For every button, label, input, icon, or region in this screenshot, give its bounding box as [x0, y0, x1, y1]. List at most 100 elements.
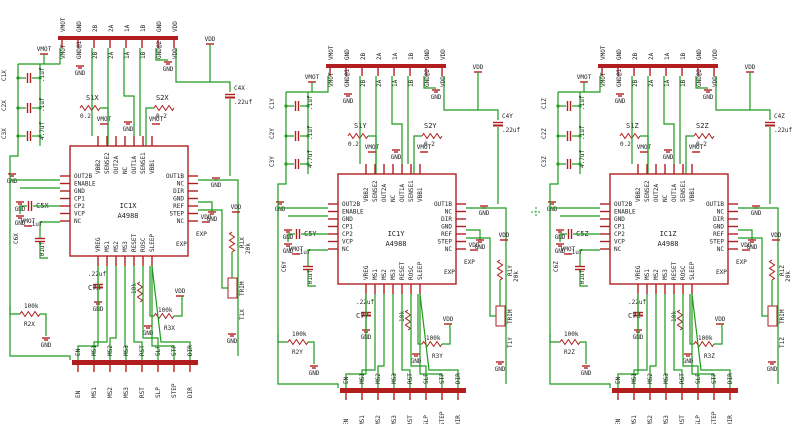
ic-type: A4988 [657, 240, 678, 248]
ref-wire [738, 237, 768, 317]
bottom-net-label: MS2 [107, 387, 114, 398]
ic-top-pin-label: NC [662, 194, 669, 202]
c5-value: .1uf [28, 221, 43, 228]
bottom-net-wire [345, 294, 367, 388]
r1-ref: R1Z [779, 265, 786, 276]
r2-wire [580, 341, 587, 364]
bottom-net-inner-label: MS2 [107, 345, 114, 356]
supply-label: VMOT [417, 144, 432, 151]
gnd-label: GND [275, 206, 286, 213]
vmot-wire [18, 54, 45, 65]
ic-bottom-pin-label: ROSC [140, 237, 147, 252]
ic-exp-label: EXP [444, 269, 455, 276]
out1b-wire [198, 179, 239, 356]
top-net-label: GND [616, 49, 623, 60]
resistor [619, 132, 641, 140]
c6-ref: C6Y [281, 261, 288, 272]
ic-bottom-pin-label: RESET [671, 262, 678, 280]
gnd-label: GND [683, 358, 694, 365]
vmot-wire [558, 82, 585, 93]
resistor [676, 309, 684, 331]
gnd-label: GND [747, 244, 758, 251]
cap-value-2: .1uf [307, 125, 314, 140]
gnd-right-wire [466, 229, 481, 240]
cap-value-3: 4.7uf [39, 122, 46, 140]
supply-label: VMOT [149, 116, 164, 123]
resistor [496, 259, 504, 281]
bottom-net-wire [682, 294, 699, 388]
gnd-label: GND [475, 244, 486, 251]
ic-left-pin-label: CP1 [614, 224, 625, 231]
r3-ref: R3X [164, 325, 175, 332]
sense2-wire [145, 107, 154, 146]
ic-bottom-pin-label: MS1 [104, 241, 111, 252]
bottom-net-label: EN [615, 418, 622, 424]
bottom-net-inner-label: DIR [187, 345, 194, 356]
s1-value: 0.2 [620, 141, 631, 148]
ic-bottom-pin-label: MS1 [644, 269, 651, 280]
ic-right-pin-label: DIR [173, 188, 184, 195]
c6-wire [39, 221, 60, 238]
cap-ref-1: C1Z [541, 98, 548, 109]
ic-body [609, 173, 729, 285]
cap-stack-wire [277, 92, 287, 202]
top-net-label: 2B [92, 24, 99, 32]
cap-ref-2: C2Z [541, 128, 548, 139]
cap-value-3: 4.7uf [579, 150, 586, 168]
bottom-net-wire [124, 266, 127, 360]
ic-right-pin-label: NC [177, 181, 185, 188]
supply-label: VDD [499, 232, 510, 239]
bottom-net-label: STEP [171, 383, 178, 398]
supply-label: VDD [715, 316, 726, 323]
junction-dot [38, 106, 42, 110]
r3-value: 100k [698, 335, 713, 342]
cap-value-1: .1uf [579, 95, 586, 110]
ic-top-pin-label: OUT2A [113, 156, 120, 174]
top-net-inner-label: GND@1 [76, 41, 83, 59]
ic-bottom-pin-label: RESET [131, 234, 138, 252]
bottom-net-inner-label: STP [171, 345, 178, 356]
junction-dot [306, 134, 310, 138]
ic-right-pin-label: STEP [710, 239, 725, 246]
cap-value-2: .1uf [39, 97, 46, 112]
ic-exp-label: EXP [176, 241, 187, 248]
ic-left-pin-label: GND [614, 216, 625, 223]
trim-label: TRIM [779, 309, 786, 324]
cap-stack-wire [549, 92, 559, 202]
r2-wire [277, 334, 288, 343]
bottom-net-inner-label: SLP [155, 345, 162, 356]
trim-pot [227, 277, 238, 299]
trim-label: TRIM [507, 309, 514, 324]
top-net-label: 1B [140, 24, 147, 32]
c6-value: .01uf [307, 270, 314, 288]
r2-ref: R2Z [564, 349, 575, 356]
top-net-inner-label: VMOT [600, 72, 607, 87]
gnd-label: GND [163, 66, 174, 73]
gnd-label: GND [391, 154, 402, 161]
bottom-net-label: DIR [455, 415, 462, 424]
bottom-header-connector [612, 388, 738, 393]
gnd-label: GND [615, 98, 626, 105]
supply-label: VMOT [637, 144, 652, 151]
top-net-label: GND [344, 49, 351, 60]
ic-bottom-pin-label: MS2 [381, 269, 388, 280]
bottom-net-label: RST [679, 415, 686, 424]
top-net-inner-label: 2A [648, 79, 655, 87]
bottom-net-wire [419, 293, 459, 388]
r3-ref: R3Y [432, 353, 443, 360]
ic-right-pin-label: NC [717, 209, 725, 216]
supply-label: VMOT [305, 74, 320, 81]
ic-top-pin-label: VBB1 [149, 159, 156, 174]
top-net-inner-label: GND@2 [156, 41, 163, 59]
top-net-inner-label: 2A [108, 51, 115, 59]
c4-ref: C4Z [774, 113, 785, 120]
supply-label: VDD [443, 316, 454, 323]
ic-top-pin-label: VBB2 [363, 187, 370, 202]
gnd-label: GND [207, 216, 218, 223]
ic-exp-label: EXP [716, 269, 727, 276]
r3-wire [417, 294, 422, 345]
gnd-label: GND [15, 220, 26, 227]
cap-value-3: 4.7uf [307, 150, 314, 168]
cap-ref-3: C3Y [269, 156, 276, 167]
s1-value: 0.2 [80, 113, 91, 120]
